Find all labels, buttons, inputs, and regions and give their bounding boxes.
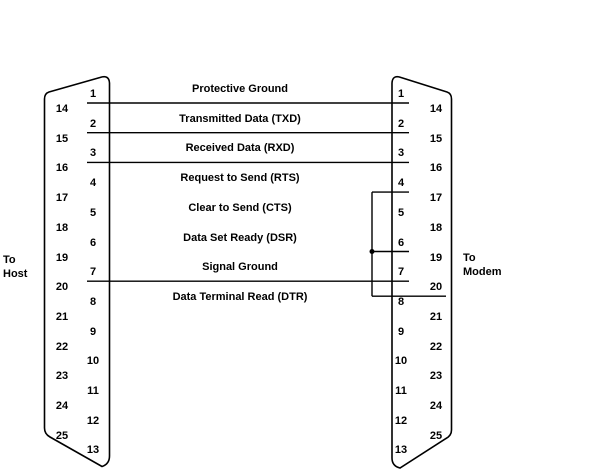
right-pin-14: 14 <box>429 103 443 115</box>
left-pin-12: 12 <box>86 415 100 427</box>
to-modem-line1: To <box>463 252 476 264</box>
signal-label-transmitted-data-txd: Transmitted Data (TXD) <box>179 113 301 125</box>
right-pin-22: 22 <box>429 341 443 353</box>
left-connector-outline <box>43 75 111 468</box>
left-pin-9: 9 <box>89 326 97 338</box>
left-pin-20: 20 <box>55 281 69 293</box>
signal-label-data-terminal-read-dtr: Data Terminal Read (DTR) <box>172 291 308 303</box>
signal-label-clear-to-send-cts: Clear to Send (CTS) <box>188 202 292 214</box>
right-pin-21: 21 <box>429 311 443 323</box>
left-pin-19: 19 <box>55 252 69 264</box>
to-host-line1: To <box>3 254 16 266</box>
right-pin-13: 13 <box>394 444 408 456</box>
right-pin-11: 11 <box>395 385 407 397</box>
signal-label-signal-ground: Signal Ground <box>202 261 278 273</box>
right-pin-24: 24 <box>429 400 443 412</box>
left-pin-2: 2 <box>89 118 97 130</box>
right-pin-9: 9 <box>397 326 405 338</box>
signal-label-protective-ground: Protective Ground <box>192 83 288 95</box>
right-pin-20: 20 <box>429 281 443 293</box>
right-pin-5: 5 <box>397 207 405 219</box>
left-pin-23: 23 <box>55 370 69 382</box>
right-pin-1: 1 <box>397 88 405 100</box>
right-pin-15: 15 <box>429 133 443 145</box>
right-pin-18: 18 <box>429 222 443 234</box>
left-pin-25: 25 <box>55 430 69 442</box>
left-pin-16: 16 <box>55 162 69 174</box>
left-pin-13: 13 <box>86 444 100 456</box>
signal-label-received-data-rxd: Received Data (RXD) <box>185 142 295 154</box>
left-pin-3: 3 <box>89 147 97 159</box>
to-modem-label: To Modem <box>463 251 502 279</box>
left-pin-17: 17 <box>55 192 69 204</box>
right-pin-6: 6 <box>397 237 405 249</box>
right-pin-4: 4 <box>397 177 405 189</box>
left-pin-18: 18 <box>55 222 69 234</box>
left-pin-1: 1 <box>89 88 97 100</box>
left-pin-14: 14 <box>55 103 69 115</box>
right-pin-16: 16 <box>429 162 443 174</box>
right-pin-8: 8 <box>397 296 405 308</box>
right-pin-19: 19 <box>429 252 443 264</box>
left-pin-21: 21 <box>55 311 69 323</box>
left-pin-5: 5 <box>89 207 97 219</box>
right-pin-17: 17 <box>429 192 443 204</box>
left-pin-7: 7 <box>89 266 97 278</box>
right-pin-7: 7 <box>397 266 405 278</box>
wires-group <box>87 102 446 297</box>
right-pin-10: 10 <box>394 355 408 367</box>
right-pin-23: 23 <box>429 370 443 382</box>
to-host-line2: Host <box>3 268 28 280</box>
to-host-label: To Host <box>3 253 27 281</box>
left-pin-22: 22 <box>55 341 69 353</box>
jumper-junction-dot <box>369 249 375 254</box>
signal-label-request-to-send-rts: Request to Send (RTS) <box>180 172 300 184</box>
left-pin-8: 8 <box>89 296 97 308</box>
right-pin-12: 12 <box>394 415 408 427</box>
left-pin-15: 15 <box>55 133 69 145</box>
left-pin-11: 11 <box>87 385 99 397</box>
left-pin-6: 6 <box>89 237 97 249</box>
signal-label-data-set-ready-dsr: Data Set Ready (DSR) <box>183 232 297 244</box>
left-pin-4: 4 <box>89 177 97 189</box>
right-pin-25: 25 <box>429 430 443 442</box>
to-modem-line2: Modem <box>463 266 502 278</box>
right-pin-3: 3 <box>397 147 405 159</box>
right-connector-outline <box>391 75 453 469</box>
right-pin-2: 2 <box>397 118 405 130</box>
left-pin-10: 10 <box>86 355 100 367</box>
left-pin-24: 24 <box>55 400 69 412</box>
